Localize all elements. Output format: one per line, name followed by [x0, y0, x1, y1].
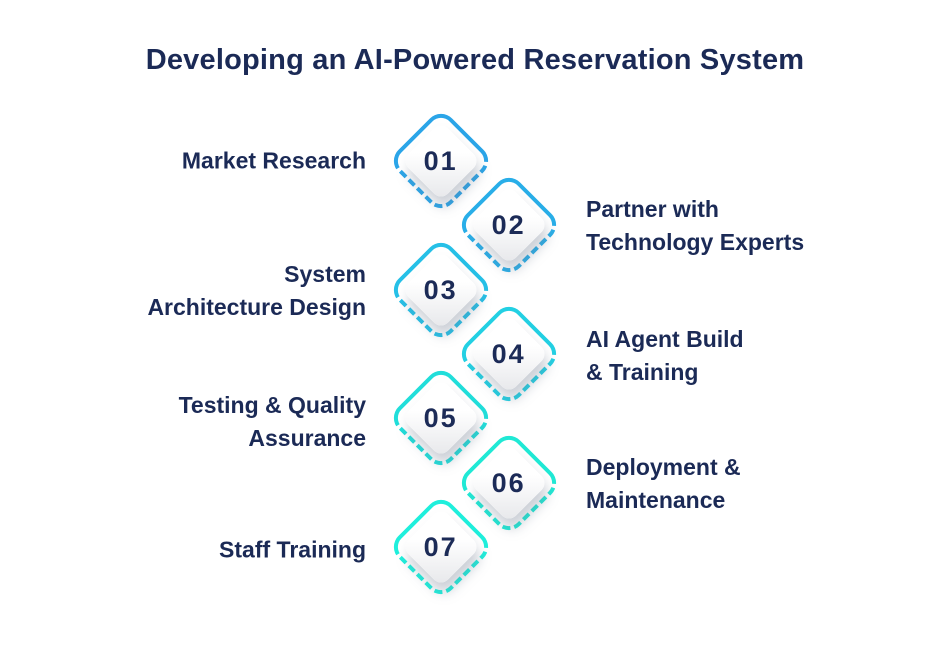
step-number: 03	[423, 274, 459, 305]
step-label-4: AI Agent Build & Training	[586, 326, 744, 385]
step-number: 04	[491, 338, 527, 369]
step-number: 02	[491, 209, 527, 240]
step-label-6: Deployment & Maintenance	[586, 454, 741, 513]
step-diamond-7: 07	[387, 493, 495, 601]
step-label-2: Partner with Technology Experts	[586, 196, 805, 255]
step-label-7: Staff Training	[219, 536, 366, 563]
page-title: Developing an AI-Powered Reservation Sys…	[145, 44, 805, 76]
step-label-3: System Architecture Design	[147, 261, 366, 320]
step-number: 07	[423, 531, 459, 562]
step-number: 01	[423, 145, 459, 176]
step-label-5: Testing & Quality Assurance	[178, 392, 366, 451]
step-label-1: Market Research	[181, 147, 366, 174]
step-diamond-2: 02	[455, 171, 563, 279]
step-diamond-1: 01	[387, 107, 495, 215]
step-number: 06	[491, 467, 527, 498]
step-diamond-5: 05	[387, 364, 495, 472]
step-diamond-6: 06	[455, 429, 563, 537]
step-number: 05	[423, 402, 459, 433]
step-diamond-4: 04	[455, 300, 563, 408]
step-diamond-3: 03	[387, 236, 495, 344]
